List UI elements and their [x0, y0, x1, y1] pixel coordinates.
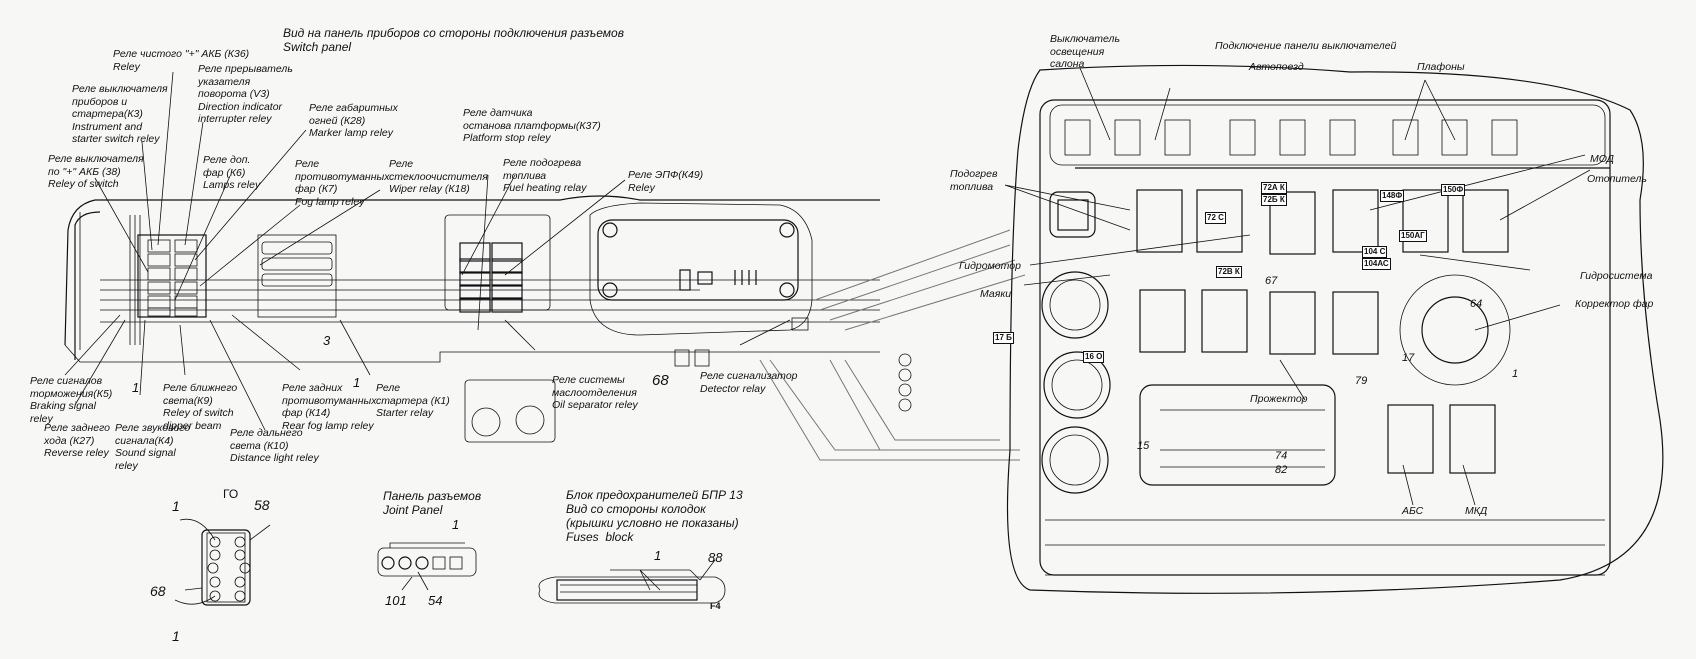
- wiring-harness: [759, 229, 1026, 461]
- label-abs: АБС: [1402, 505, 1424, 517]
- go-switch: [174, 518, 271, 606]
- label-relay-fuel-heating: Реле подогрева топлива Fuel heating rela…: [503, 157, 587, 194]
- label-switch-panel-connection: Подключение панели выключателей: [1215, 40, 1397, 52]
- wire-tag-16o: 16 О: [1083, 351, 1105, 363]
- rp-callout-17: 17: [1402, 352, 1415, 364]
- label-relay-k36: Реле чистого "+" АКБ (К36) Reley: [113, 48, 250, 73]
- fuses-f4: F4: [710, 601, 721, 611]
- callout-1b: 1: [353, 375, 361, 390]
- label-heater: Отопитель: [1587, 173, 1647, 185]
- label-relay-k6: Реле доп. фар (К6) Lamps reley: [203, 154, 261, 191]
- wire-tag-150f: 150Ф: [1441, 184, 1466, 196]
- joint-panel-callout-101: 101: [385, 593, 407, 608]
- wire-tag-72c: 72 С: [1205, 212, 1226, 224]
- joint-panel-title: Панель разъемов Joint Panel: [383, 489, 482, 517]
- label-mod: МОД: [1590, 153, 1614, 165]
- middle-relay-block: [444, 214, 551, 313]
- wire-tag-72v: 72В К: [1216, 266, 1242, 278]
- label-spotlight: Прожектор: [1250, 393, 1308, 405]
- label-autotrain: Автопоезд: [1249, 61, 1304, 73]
- top-switch-row: [1064, 119, 1518, 156]
- label-relay-k9: Реле ближнего света(К9) Reley of switch …: [163, 382, 238, 432]
- label-salon-light-switch: Выключатель освещения салона: [1050, 33, 1120, 70]
- wire-tag-150ag: 150АГ: [1399, 230, 1427, 242]
- label-relay-detector: Реле сигнализатор Detector relay: [700, 370, 798, 395]
- fuses-callout-1: 1: [654, 548, 662, 563]
- label-relay-k49: Реле ЭПФ(К49) Reley: [628, 169, 704, 194]
- fuses-block: [538, 559, 726, 604]
- go-callout-58: 58: [254, 497, 270, 513]
- wire-tag-148f: 148Ф: [1380, 190, 1405, 202]
- joint-panel: [377, 542, 477, 591]
- lower-connectors: [464, 317, 912, 443]
- label-relay-k1: Реле стартера (К1) Starter relay: [376, 382, 450, 419]
- rp-callout-1: 1: [1512, 368, 1519, 380]
- go-callout-1-top: 1: [172, 498, 180, 514]
- wire-tag-104ac: 104АС: [1362, 258, 1391, 270]
- go-callout-68: 68: [150, 583, 166, 599]
- label-relay-k3: Реле выключателя приборов и стартера(К3)…: [72, 83, 168, 145]
- leader-lines: [64, 71, 791, 431]
- label-hydrosystem: Гидросистема: [1580, 270, 1653, 282]
- label-relay-k28: Реле габаритных огней (К28) Marker lamp …: [309, 102, 398, 139]
- rp-callout-67: 67: [1265, 275, 1278, 287]
- label-relay-k27: Реле заднего хода (К27) Reverse reley: [44, 422, 110, 459]
- wire-tag-72a: 72А К: [1261, 182, 1287, 194]
- label-relay-v3: Реле прерыватель указателя поворота (V3)…: [198, 63, 293, 125]
- rp-callout-74: 74: [1275, 450, 1288, 462]
- left-dashboard-outline: [64, 195, 880, 363]
- go-switch-title: ГО: [223, 487, 239, 501]
- right-control-panel: [1006, 64, 1664, 594]
- rp-callout-79: 79: [1355, 375, 1368, 387]
- diagram-title-en: Switch panel: [283, 40, 352, 54]
- right-leader-lines: [1004, 67, 1591, 506]
- wire-tag-104c: 104 С: [1362, 246, 1388, 258]
- fuses-callout-88: 88: [708, 550, 723, 565]
- label-relay-k38: Реле выключателя по "+" АКБ (38) Reley o…: [48, 153, 144, 190]
- instrument-cluster: [589, 202, 813, 336]
- label-relay-oil-separator: Реле системы маслоотделения Oil separato…: [552, 374, 638, 411]
- label-headlamp-corrector: Корректор фар: [1575, 298, 1654, 310]
- label-relay-k18: Реле стеклоочистителя Wiper relay (К18): [389, 158, 488, 195]
- label-relay-k5: Реле сигналов торможения(К5) Braking sig…: [30, 375, 113, 425]
- wire-tag-17b: 17 Б: [993, 332, 1014, 344]
- label-relay-k7: Реле противотуманных фар (К7) Fog lamp r…: [295, 158, 390, 208]
- fuses-block-title: Блок предохранителей БПР 13 Вид со сторо…: [566, 488, 743, 544]
- label-mkd: МКД: [1465, 505, 1488, 517]
- callout-1a: 1: [132, 380, 140, 395]
- label-relay-k10: Реле дальнего света (К10) Distance light…: [230, 427, 319, 464]
- label-relay-k37: Реле датчика останова платформы(К37) Pla…: [463, 107, 601, 144]
- joint-panel-callout-1: 1: [452, 517, 460, 532]
- go-callout-1-bottom: 1: [172, 628, 180, 644]
- label-beacons: Маяки: [980, 288, 1012, 300]
- rp-callout-15: 15: [1137, 440, 1150, 452]
- diagram-title-ru: Вид на панель приборов со стороны подклю…: [283, 26, 624, 40]
- label-relay-k4: Реле звукового сигнала(К4) Sound signal …: [115, 422, 191, 472]
- label-fuel-heating: Подогрев топлива: [950, 168, 998, 193]
- callout-3: 3: [323, 333, 331, 348]
- callout-68: 68: [652, 372, 669, 389]
- rp-callout-64: 64: [1470, 298, 1483, 310]
- mid-switch-row: [1049, 189, 1509, 255]
- wire-tag-72b: 72Б К: [1261, 194, 1287, 206]
- rp-callout-82: 82: [1275, 464, 1288, 476]
- left-relay-block: [137, 234, 337, 318]
- label-plafony: Плафоны: [1417, 61, 1465, 73]
- label-relay-k14: Реле задних противотуманных фар (К14) Re…: [282, 382, 377, 432]
- label-hydromotor: Гидромотор: [959, 260, 1021, 272]
- joint-panel-callout-54: 54: [428, 593, 443, 608]
